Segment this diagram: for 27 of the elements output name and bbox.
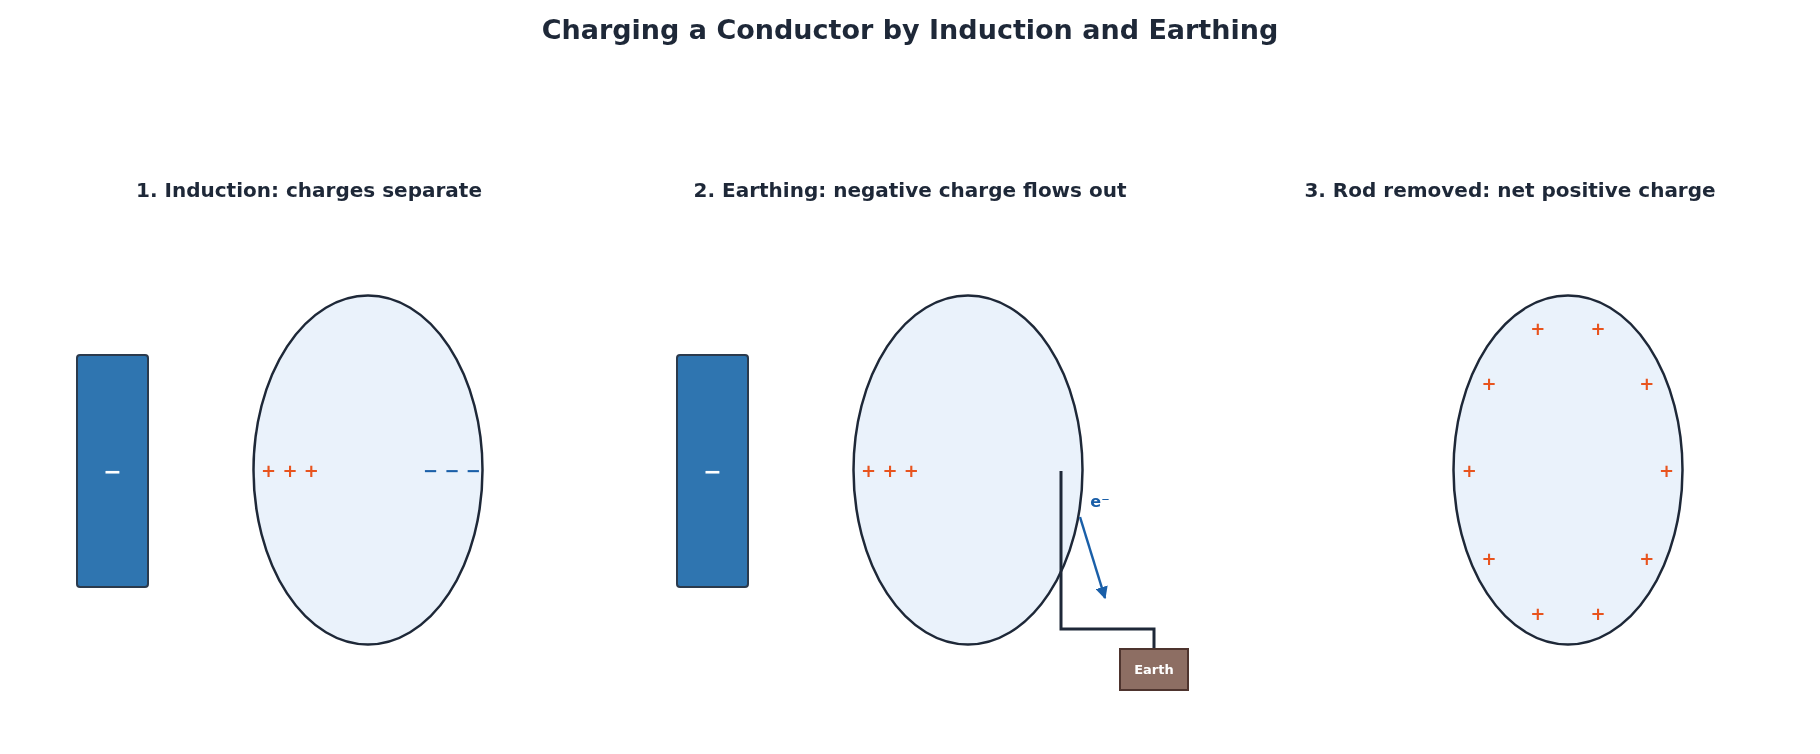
charge-signs: + [1590, 602, 1606, 624]
charge-sign: − [703, 458, 722, 484]
charge-signs: + [1639, 372, 1655, 394]
electron-label: e⁻ [1090, 491, 1110, 511]
panel-heading: 3. Rod removed: net positive charge [1304, 178, 1716, 202]
earthing-wire [1059, 471, 1156, 648]
conductor-ellipse [1452, 294, 1684, 646]
conductor-ellipse [252, 294, 484, 646]
charge-signs: + [1530, 602, 1546, 624]
charge-signs: + [1461, 459, 1477, 481]
diagram-title: Charging a Conductor by Induction and Earthing [541, 13, 1279, 45]
panel-heading: 2. Earthing: negative charge flows out [693, 178, 1127, 202]
charge-signs: + [1481, 547, 1497, 569]
charged-rod [76, 354, 149, 588]
charge-signs: + + + [861, 459, 919, 481]
panel-heading: 1. Induction: charges separate [136, 178, 482, 202]
charge-signs: + + + [261, 459, 319, 481]
charge-signs: + [1659, 459, 1675, 481]
earth-box: Earth [1119, 648, 1189, 691]
charge-sign: − [103, 458, 122, 484]
charge-signs: + [1530, 317, 1546, 339]
conductor-ellipse [852, 294, 1084, 646]
charge-signs: + [1590, 317, 1606, 339]
charged-rod [676, 354, 749, 588]
charge-signs: + [1481, 372, 1497, 394]
charge-signs: − − − [423, 459, 481, 481]
charge-signs: + [1639, 547, 1655, 569]
